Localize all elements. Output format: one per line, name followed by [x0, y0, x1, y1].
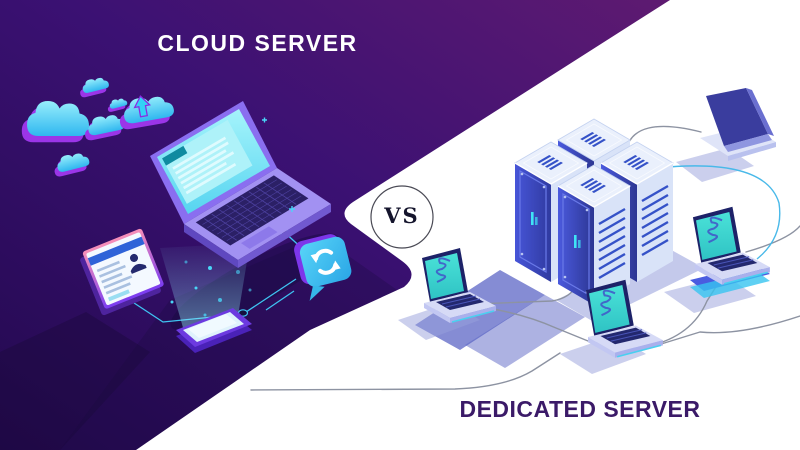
upload-cloud-icon — [117, 92, 175, 131]
profile-card — [80, 228, 164, 316]
client-laptop-back-view — [700, 88, 776, 161]
sync-speech-bubble — [294, 234, 352, 301]
client-laptop-right — [690, 205, 771, 298]
cloud-server-title: CLOUD SERVER — [157, 30, 358, 56]
smartphone-hologram — [160, 236, 252, 353]
laptop-illustration — [150, 101, 331, 268]
person-icon — [130, 253, 147, 274]
vs-badge-label: VS — [384, 203, 420, 228]
network-line-cyan — [656, 165, 781, 260]
dedicated-server-title: DEDICATED SERVER — [459, 396, 701, 422]
vs-badge — [370, 185, 434, 249]
server-tower-icon — [557, 164, 631, 305]
cloud-icons — [21, 75, 175, 178]
laptop-screen-content — [162, 119, 253, 204]
plus-sparkles — [262, 117, 295, 212]
laptop-keyboard — [195, 175, 309, 249]
sync-icon — [310, 248, 341, 275]
server-rack-cluster — [514, 118, 674, 305]
